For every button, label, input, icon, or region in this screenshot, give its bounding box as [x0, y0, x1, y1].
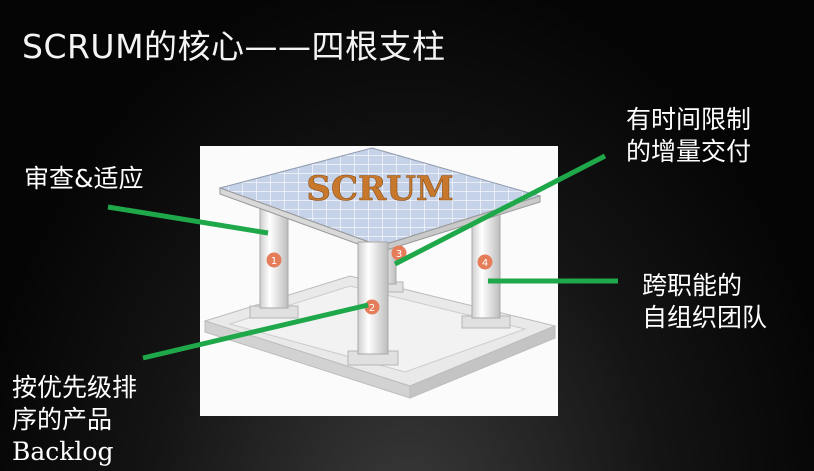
- badge-2-number: 2: [369, 303, 375, 314]
- label-inspect-adapt: 审查&适应: [24, 164, 144, 193]
- label-backlog-line-3: Backlog: [12, 437, 114, 466]
- label-product-backlog: 按优先级排 序的产品 Backlog: [12, 372, 137, 468]
- badge-3-number: 3: [396, 249, 402, 260]
- pillars-illustration: SCRUM 1 2 3 4: [200, 146, 558, 416]
- scrum-roof-text: SCRUM: [306, 169, 453, 209]
- badge-4: 4: [477, 254, 493, 270]
- badge-4-number: 4: [482, 258, 488, 269]
- badge-1: 1: [266, 252, 282, 268]
- label-incremental-delivery: 有时间限制 的增量交付: [626, 104, 751, 168]
- label-backlog-line-1: 按优先级排: [12, 373, 138, 402]
- label-team-line-1: 跨职能的: [642, 271, 743, 300]
- label-incremental-line-2: 的增量交付: [626, 137, 752, 166]
- label-cross-functional-team: 跨职能的 自组织团队: [642, 270, 767, 334]
- badge-2: 2: [364, 299, 380, 315]
- label-backlog-line-2: 序的产品: [12, 405, 113, 434]
- badge-3: 3: [391, 245, 407, 261]
- label-team-line-2: 自组织团队: [642, 303, 768, 332]
- pillars-drawing: SCRUM 1 2 3 4: [203, 147, 557, 399]
- slide-title: SCRUM的核心——四根支柱: [22, 27, 446, 66]
- badge-1-number: 1: [271, 256, 277, 267]
- label-incremental-line-1: 有时间限制: [626, 105, 752, 134]
